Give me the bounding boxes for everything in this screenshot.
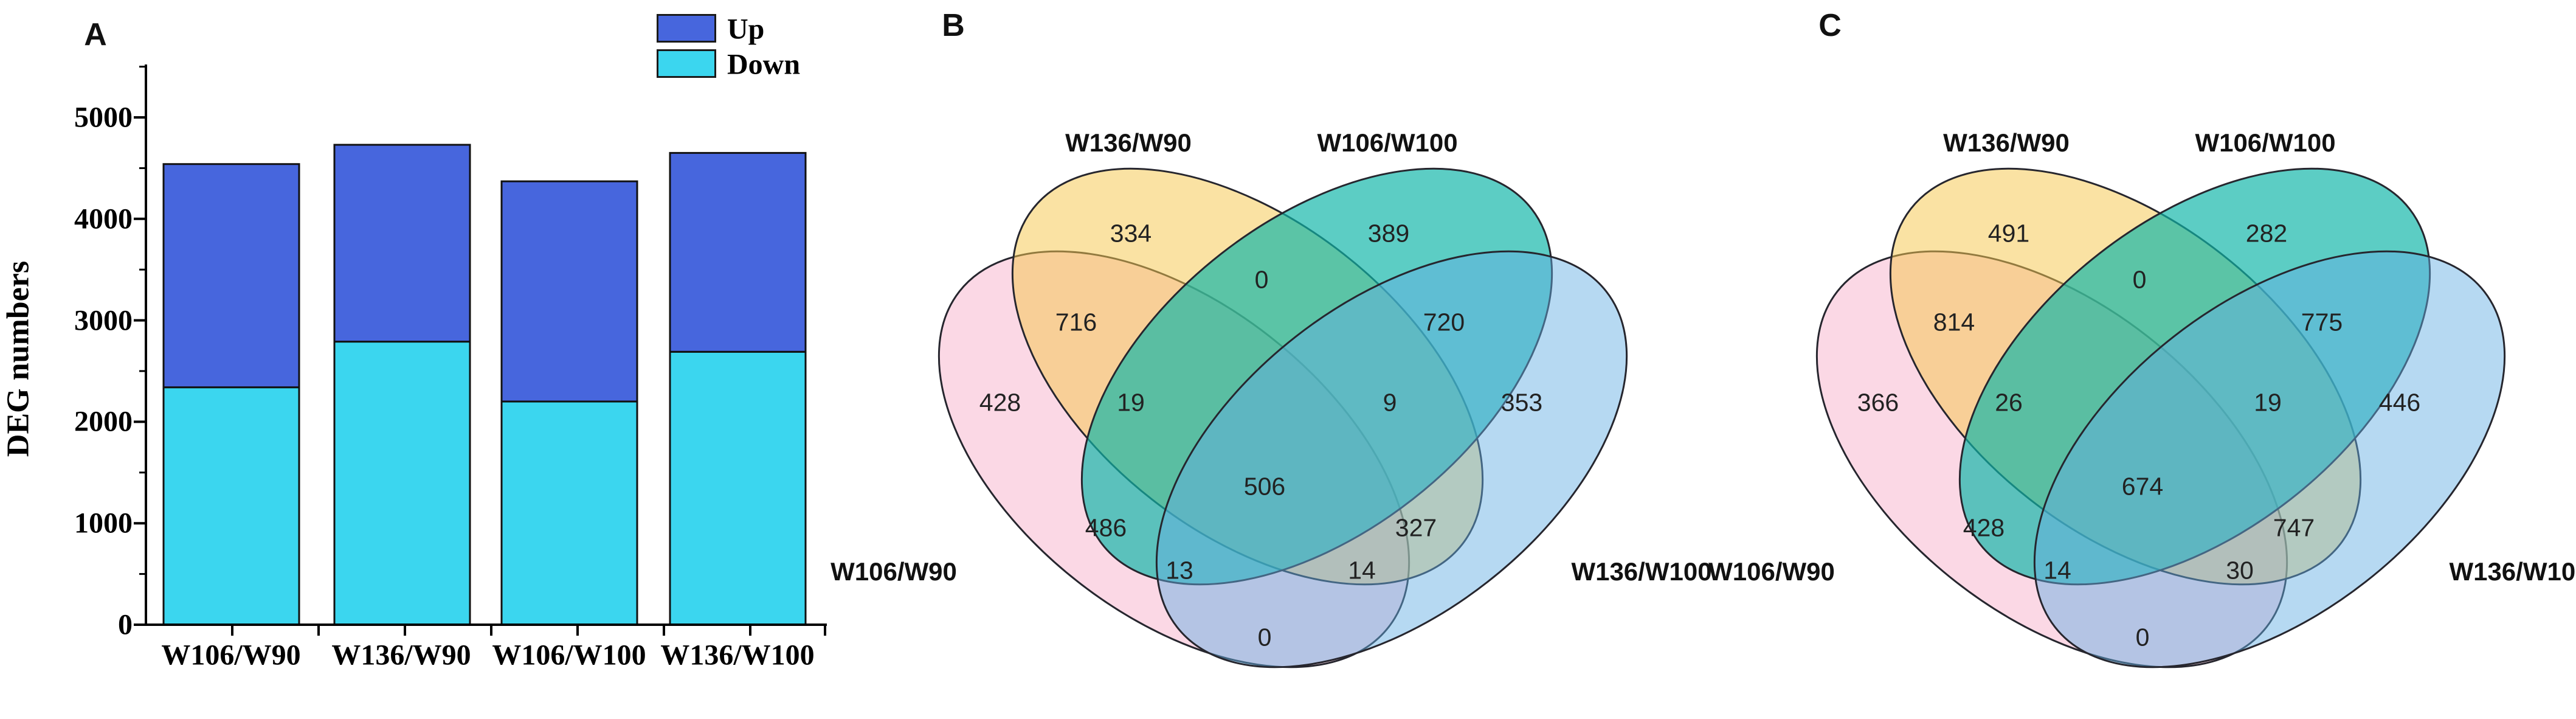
venn-diagram-b: W136/W90 W106/W100 W106/W90 W136/W100 33…	[790, 0, 1712, 719]
venn-count: 19	[1117, 388, 1145, 417]
panel-b-letter: B	[942, 8, 965, 43]
legend-down-label: Down	[727, 48, 801, 81]
bar-down-segment	[333, 341, 471, 626]
venn-count: 775	[2301, 308, 2343, 336]
y-axis-title: DEG numbers	[1, 260, 36, 457]
venn-set-label: W106/W100	[1317, 128, 1458, 157]
venn-count: 0	[2132, 265, 2147, 294]
bar-down-segment	[162, 386, 300, 626]
venn-ellipse-w136-w100	[1155, 250, 1628, 669]
venn-count: 9	[1383, 388, 1397, 417]
bar-down-segment	[500, 400, 638, 626]
venn-ellipse-w106-w100	[1080, 167, 1553, 586]
bar-down-segment	[669, 350, 807, 626]
venn-count: 13	[1165, 556, 1193, 585]
venn-count: 486	[1085, 513, 1127, 542]
venn-count: 674	[2121, 472, 2164, 501]
venn-count: 327	[1395, 513, 1437, 542]
venn-count: 14	[1348, 556, 1376, 585]
legend-up-label: Up	[727, 13, 765, 46]
venn-count: 0	[1254, 265, 1269, 294]
bar-up-segment	[162, 163, 300, 389]
venn-count: 747	[2273, 513, 2315, 542]
y-tick-label: 5000	[74, 101, 133, 134]
venn-count: 446	[2378, 388, 2421, 417]
venn-count: 14	[2043, 556, 2071, 585]
venn-diagram-c: W136/W90 W106/W100 W106/W90 W136/W100 49…	[1668, 0, 2576, 719]
venn-count: 19	[2254, 388, 2282, 417]
x-category-label: W106/W90	[161, 639, 301, 672]
legend-down-swatch	[657, 49, 716, 78]
x-category-label: W106/W100	[492, 639, 646, 672]
x-category-label: W136/W100	[660, 639, 815, 672]
venn-count: 720	[1423, 308, 1465, 336]
x-category-label: W136/W90	[331, 639, 471, 672]
bar-up-segment	[333, 144, 471, 343]
y-tick-label: 1000	[74, 507, 133, 540]
y-tick-label: 4000	[74, 203, 133, 235]
y-tick-label: 3000	[74, 304, 133, 337]
venn-count: 26	[1995, 388, 2023, 417]
venn-set-label: W136/W100	[1571, 557, 1712, 586]
panel-a-letter: A	[84, 17, 107, 52]
venn-set-label: W106/W90	[830, 557, 957, 586]
venn-count: 30	[2226, 556, 2254, 585]
venn-set-label: W136/W90	[1065, 128, 1192, 157]
venn-ellipse-w136-w100	[2033, 250, 2506, 669]
panel-c-letter: C	[1818, 8, 1842, 43]
venn-set-label: W106/W100	[2195, 128, 2336, 157]
bar-up-segment	[669, 151, 807, 353]
legend-up-swatch	[657, 14, 716, 43]
venn-count: 389	[1367, 219, 1410, 248]
venn-count: 366	[1857, 388, 1899, 417]
venn-count: 282	[2245, 219, 2288, 248]
venn-count: 428	[1963, 513, 2005, 542]
bar-chart	[134, 64, 827, 636]
venn-count: 814	[1933, 308, 1975, 336]
venn-c-ellipses	[1815, 167, 2506, 669]
venn-count: 428	[979, 388, 1021, 417]
venn-count: 491	[1987, 219, 2030, 248]
venn-count: 716	[1055, 308, 1097, 336]
venn-set-label: W106/W90	[1708, 557, 1835, 586]
venn-count: 506	[1243, 472, 1286, 501]
venn-b-ellipses	[938, 167, 1628, 669]
venn-count: 0	[1257, 623, 1272, 651]
venn-count: 334	[1110, 219, 1152, 248]
venn-ellipse-w106-w100	[1958, 167, 2431, 586]
y-tick-label: 2000	[74, 405, 133, 438]
y-tick-label: 0	[118, 608, 133, 641]
venn-count: 353	[1500, 388, 1543, 417]
venn-set-label: W136/W90	[1943, 128, 2070, 157]
venn-count: 0	[2135, 623, 2150, 651]
bar-up-segment	[500, 180, 638, 403]
venn-set-label: W136/W100	[2449, 557, 2576, 586]
